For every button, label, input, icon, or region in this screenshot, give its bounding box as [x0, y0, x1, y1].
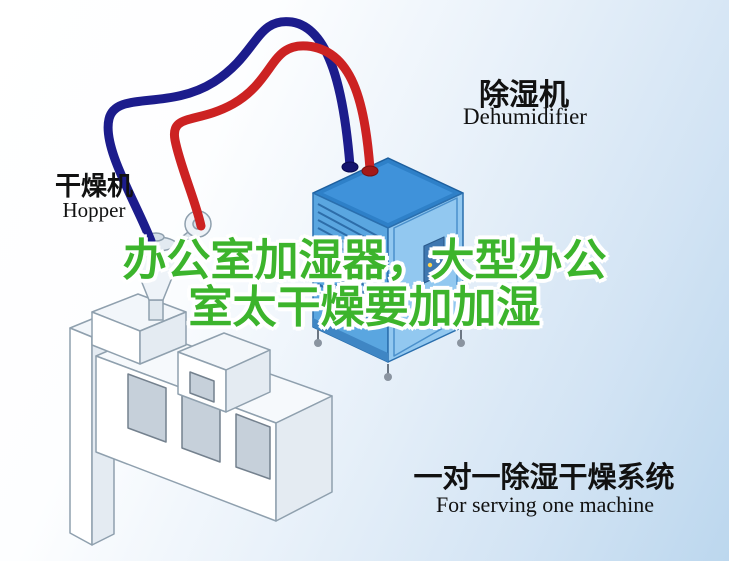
hopper-label-zh: 干燥机: [54, 172, 133, 201]
panel-button: [435, 258, 441, 264]
extruder-machine: [69, 293, 333, 546]
caption-zh: 一对一除湿干燥系统: [413, 462, 675, 494]
machine-column-front: [69, 327, 93, 546]
panel-button: [427, 253, 433, 259]
navy-hose-fitting: [341, 161, 359, 173]
machine-midbox-side: [225, 349, 271, 413]
vent-grille: [317, 203, 384, 328]
hopper-label-en: Hopper: [62, 198, 126, 222]
caption-en: For serving one machine: [435, 492, 655, 517]
machine-midbox-panel: [189, 371, 215, 403]
machine-body-end: [275, 395, 333, 522]
machine-door: [235, 413, 271, 480]
panel-button: [427, 262, 433, 268]
dehumidifier-skirt: [313, 318, 388, 362]
dehumidifier-top-rim: [323, 163, 453, 223]
headline-line1: 办公室加湿器，大型办公: [122, 236, 607, 285]
feeder-box-side: [139, 311, 187, 365]
headline: 办公室加湿器，大型办公 室太干燥要加加湿: [0, 236, 729, 332]
panel-button: [435, 249, 441, 255]
headline-line2: 室太干燥要加加湿: [188, 282, 541, 332]
red-hose-fitting: [361, 165, 379, 177]
side-inset-border: [393, 197, 458, 357]
machine-door: [127, 373, 167, 443]
dehumidifier-label-zh: 除湿机: [479, 79, 569, 112]
dehumidifier-unit: [312, 157, 465, 381]
dehumidifier-label-en: Dehumidifier: [463, 104, 587, 129]
casters: [314, 330, 465, 381]
red-hose: [169, 41, 375, 231]
control-panel: [423, 236, 445, 284]
hopper-dryer: [127, 210, 212, 321]
